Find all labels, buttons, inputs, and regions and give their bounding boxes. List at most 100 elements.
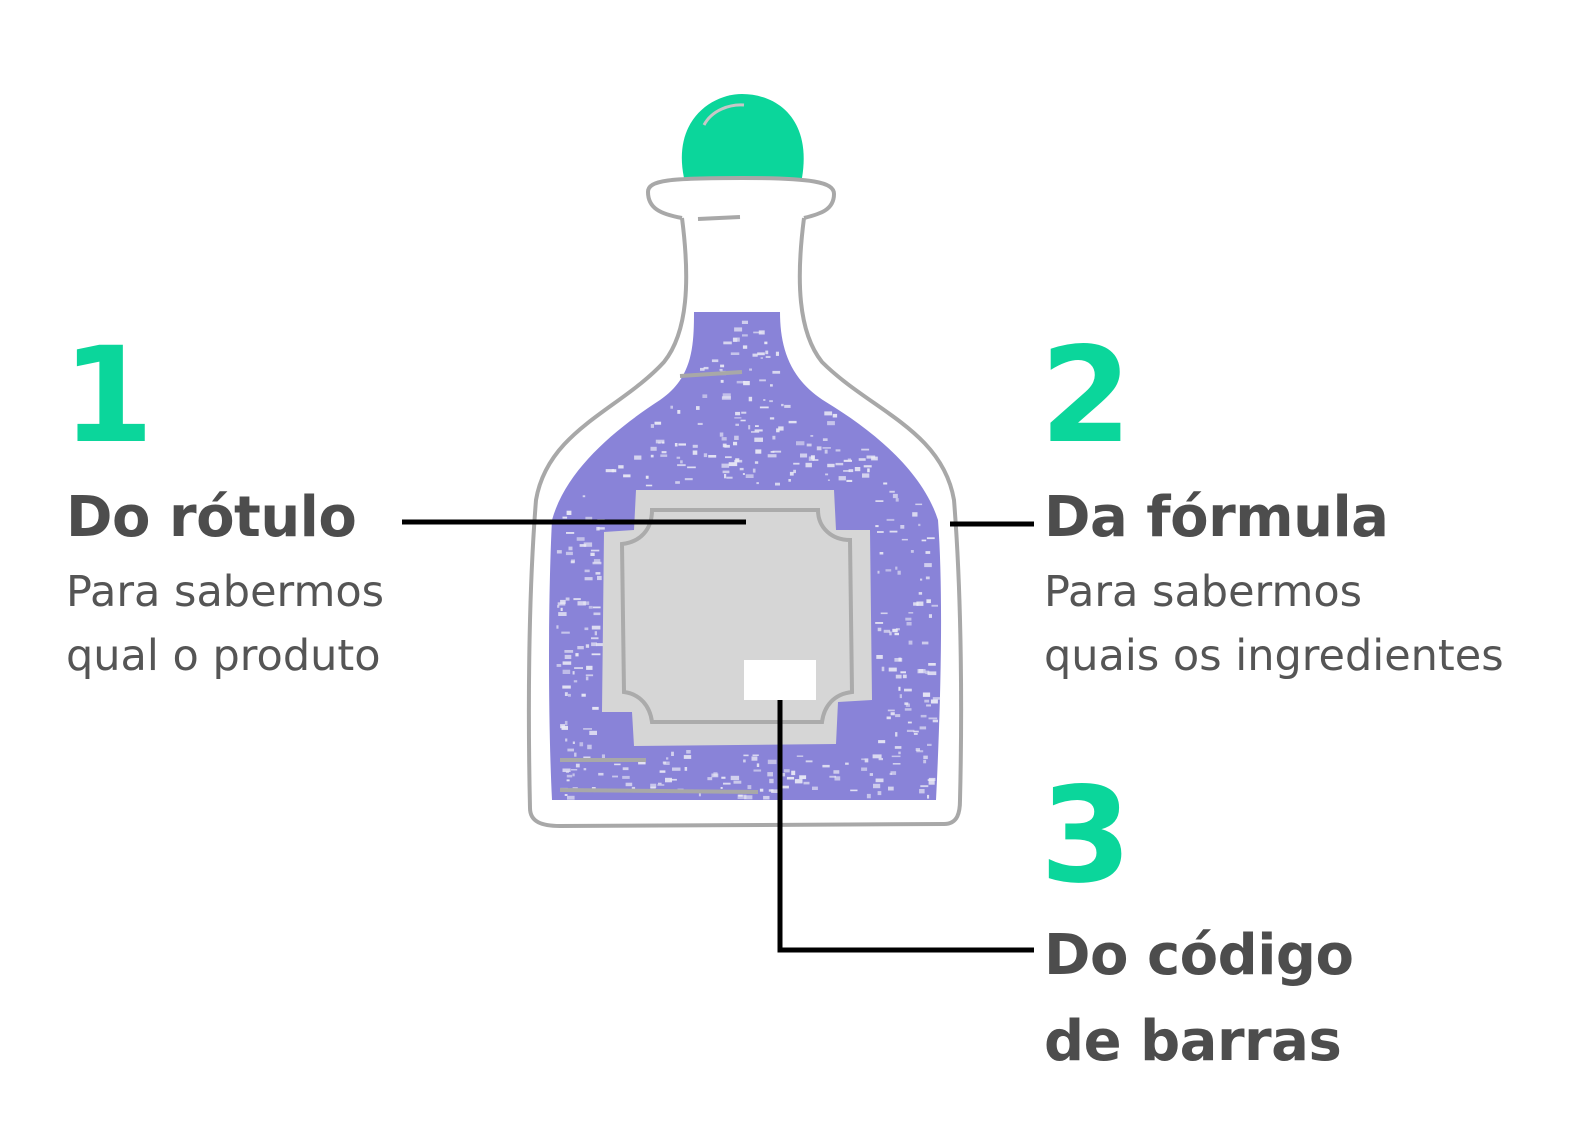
speckle: [573, 680, 578, 683]
speckle: [557, 602, 566, 606]
speckle: [560, 607, 563, 611]
speckle: [665, 777, 672, 783]
speckle: [723, 341, 732, 345]
speckle: [586, 665, 593, 670]
speckle: [751, 756, 758, 761]
speckle: [916, 750, 924, 753]
speckle: [556, 550, 562, 554]
speckle: [707, 777, 713, 781]
speckle: [759, 379, 766, 382]
speckle: [755, 425, 759, 427]
speckle: [886, 716, 891, 720]
speckle: [754, 437, 763, 442]
speckle: [825, 473, 829, 476]
speckle: [918, 523, 921, 527]
speckle: [872, 754, 882, 759]
speckle: [822, 447, 831, 449]
speckle: [881, 666, 885, 672]
speckle: [577, 646, 584, 650]
speckle: [584, 577, 593, 581]
speckle: [692, 450, 698, 455]
speckle: [877, 570, 880, 574]
speckle: [742, 473, 745, 475]
speckle: [748, 425, 751, 430]
speckle: [655, 439, 665, 444]
step-title-barcode-line2: de barras: [1044, 1009, 1342, 1074]
speckle: [561, 725, 568, 730]
speckle: [921, 641, 929, 645]
speckle: [850, 789, 858, 792]
speckle: [625, 782, 633, 787]
speckle: [769, 417, 775, 420]
speckle: [775, 482, 780, 486]
speckle: [781, 785, 789, 789]
speckle: [579, 742, 584, 747]
speckle: [920, 785, 929, 788]
speckle: [878, 758, 883, 761]
speckle: [567, 795, 575, 800]
speckle: [763, 795, 770, 800]
speckle: [824, 449, 828, 454]
speckle: [597, 575, 602, 581]
speckle: [737, 794, 747, 799]
speckle: [739, 467, 744, 471]
speckle: [752, 353, 758, 357]
speckle: [732, 337, 738, 342]
speckle: [927, 794, 930, 799]
speckle: [684, 767, 688, 771]
speckle: [564, 654, 572, 659]
speckle: [829, 775, 836, 778]
speckle: [781, 773, 786, 777]
speckle: [928, 777, 936, 781]
speckle: [756, 482, 759, 485]
speckle: [721, 463, 730, 468]
speckle: [861, 448, 870, 451]
speckle: [562, 685, 571, 689]
speckle: [904, 708, 912, 711]
speckle: [595, 572, 601, 575]
speckle: [612, 775, 618, 778]
speckle: [915, 503, 923, 506]
speckle: [700, 367, 705, 371]
step-desc-formula-line2: quais os ingredientes: [1044, 631, 1504, 681]
speckle: [901, 538, 908, 541]
speckle: [822, 764, 830, 768]
speckle: [827, 421, 835, 426]
speckle: [592, 706, 599, 710]
speckle: [767, 772, 773, 777]
speckle: [833, 770, 840, 774]
speckle: [556, 625, 559, 629]
bottle-stopper: [681, 94, 804, 178]
speckle: [875, 500, 884, 502]
speckle: [661, 451, 667, 454]
speckle: [910, 550, 914, 553]
speckle: [654, 421, 662, 425]
speckle: [623, 474, 631, 478]
speckle: [919, 789, 925, 794]
liquid-speckles: [556, 320, 941, 800]
speckle: [827, 479, 830, 481]
speckle: [720, 787, 723, 789]
speckle: [676, 456, 681, 459]
step-desc-formula-line1: Para sabermos: [1044, 567, 1363, 617]
speckle: [573, 598, 581, 601]
step-number-1: 1: [62, 319, 154, 473]
speckle: [591, 653, 601, 656]
speckle: [905, 617, 912, 621]
speckle: [866, 793, 871, 799]
speckle: [895, 566, 898, 570]
speckle: [877, 791, 882, 796]
speckle: [645, 475, 649, 479]
speckle: [810, 455, 815, 460]
speckle: [897, 570, 901, 575]
speckle: [788, 420, 797, 424]
speckle: [898, 686, 901, 691]
speckle: [574, 667, 583, 669]
speckle: [703, 453, 708, 458]
speckle: [719, 368, 723, 371]
speckle: [796, 755, 804, 757]
speckle: [924, 563, 932, 568]
speckle: [741, 411, 747, 414]
speckle: [565, 771, 569, 773]
step-desc-label-line1: Para sabermos: [66, 567, 385, 617]
